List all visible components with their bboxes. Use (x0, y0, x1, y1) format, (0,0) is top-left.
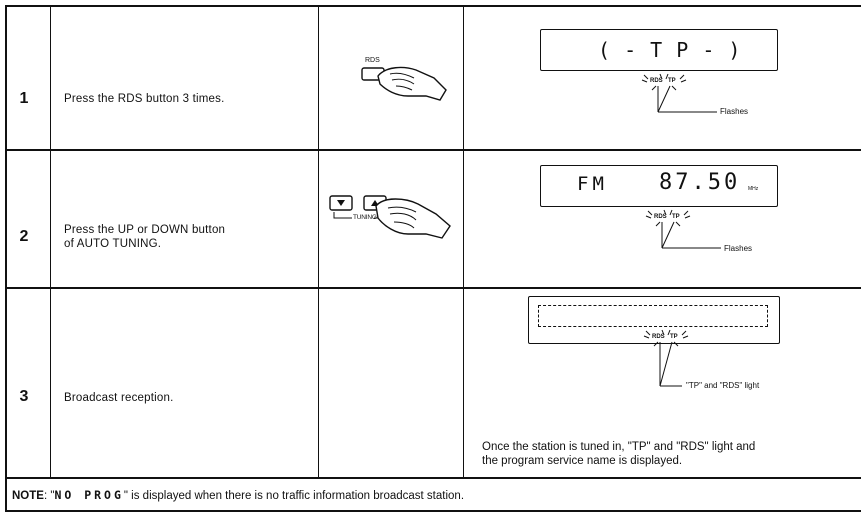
rds-button-label: RDS (365, 57, 380, 64)
hand-pressing-rds-button-icon (361, 66, 447, 101)
step-number-2: 2 (19, 228, 29, 245)
hand-pressing-tuning-button-icon (329, 195, 451, 239)
instruction-table (5, 5, 861, 512)
flash-indicator-icon (645, 209, 721, 249)
step-instruction-2-line2: of AUTO TUNING. (64, 238, 162, 250)
rds-indicator-2: RDS (654, 214, 667, 220)
display-panel-1 (540, 29, 778, 71)
col-divider-instruction (318, 7, 319, 477)
row-divider-1 (5, 149, 861, 151)
step-explanation-3-line2: the program service name is displayed. (482, 455, 683, 467)
callout-flashes-1: Flashes (720, 107, 749, 116)
callout-lights: "TP" and "RDS" light (686, 381, 760, 390)
tp-indicator-2: TP (672, 214, 680, 220)
tp-indicator-3: TP (670, 334, 678, 340)
rds-indicator-3: RDS (652, 334, 665, 340)
note-display-text: NO PROG (54, 488, 124, 502)
tp-indicator-1: TP (668, 78, 676, 84)
display-text-tp: ( - T P - ) (598, 38, 742, 62)
note-prefix: : " (43, 490, 55, 502)
note-text: NOTE: "NO PROG" is displayed when there … (12, 488, 464, 502)
display-frequency: 87.50 (659, 170, 741, 195)
callout-flashes-2: Flashes (724, 244, 753, 253)
note-label: NOTE (12, 490, 44, 502)
step-instruction-3: Broadcast reception. (64, 392, 174, 404)
row-divider-2 (5, 287, 861, 289)
col-divider-illustration (463, 7, 464, 477)
step-instruction-2: Press the UP or DOWN button of AUTO TUNI… (64, 223, 225, 251)
program-name-area (538, 305, 768, 327)
step-instruction-2-line1: Press the UP or DOWN button (64, 224, 226, 236)
flash-indicator-icon (641, 73, 717, 113)
display-panel-3 (528, 296, 780, 344)
step-number-3: 3 (19, 388, 29, 405)
display-panel-2 (540, 165, 778, 207)
rds-indicator-1: RDS (650, 78, 663, 84)
step-number-1: 1 (19, 90, 29, 107)
step-instruction-1: Press the RDS button 3 times. (64, 93, 225, 105)
step-explanation-3-line1: Once the station is tuned in, "TP" and "… (482, 441, 756, 453)
lit-indicator-icon (643, 329, 689, 387)
col-divider-number (50, 7, 51, 477)
row-divider-3 (5, 477, 861, 479)
display-unit-mhz: MHz (748, 186, 759, 192)
step-explanation-3: Once the station is tuned in, "TP" and "… (482, 440, 861, 468)
note-suffix: " is displayed when there is no traffic … (123, 490, 465, 502)
tuning-label: TUNING (353, 214, 377, 221)
display-band-fm: FM (577, 173, 608, 195)
